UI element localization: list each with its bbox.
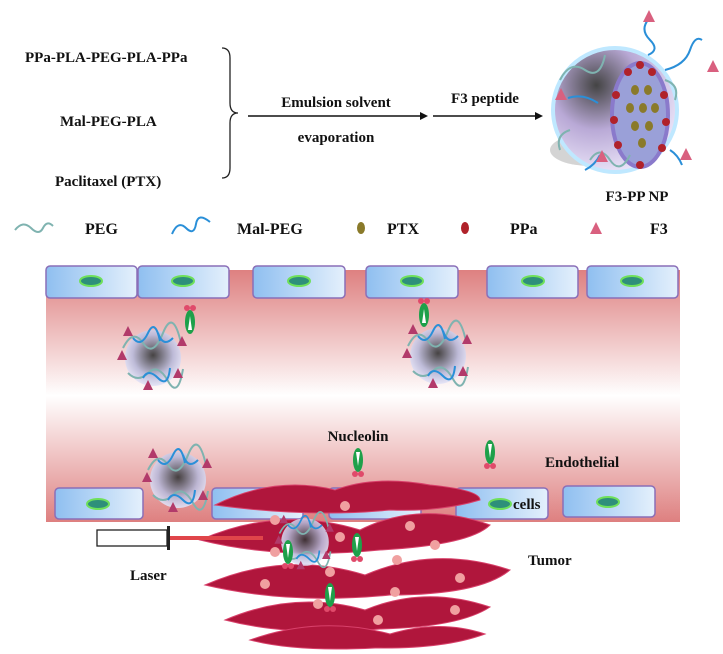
product-label: F3-PP NP xyxy=(606,189,669,205)
legend-label-ppa: PPa xyxy=(510,221,538,238)
nucleolin-label: Nucleolin xyxy=(328,429,389,445)
brace xyxy=(221,47,239,179)
step1-label-line2: evaporation xyxy=(298,130,375,146)
mal-peg-chain-icon xyxy=(171,216,211,235)
legend-label-mal-peg: Mal-PEG xyxy=(237,221,303,238)
f3-triangle-icon xyxy=(590,222,602,234)
legend-label-ptx: PTX xyxy=(387,221,419,238)
input-drug: Paclitaxel (PTX) xyxy=(55,174,161,190)
cells-label: cells xyxy=(513,497,541,513)
blood-vessel xyxy=(45,265,680,522)
f3-pp-nanoparticle xyxy=(550,10,719,174)
step2-label: F3 peptide xyxy=(451,91,519,107)
peg-chain-icon xyxy=(14,222,54,233)
arrow-emulsion xyxy=(248,112,428,120)
legend: PEG Mal-PEG PTX PPa F3 xyxy=(14,216,668,238)
ppa-particle-icon xyxy=(461,222,469,234)
tumor-label: Tumor xyxy=(528,553,572,569)
legend-label-f3: F3 xyxy=(650,221,668,238)
endothelial-cells-top xyxy=(45,265,679,299)
input-polymer2: Mal-PEG-PLA xyxy=(60,114,157,130)
ptx-particle-icon xyxy=(357,222,365,234)
laser-device-icon xyxy=(96,526,263,550)
input-polymer1: PPa-PLA-PEG-PLA-PPa xyxy=(25,50,188,66)
endothelial-label: Endothelial xyxy=(545,455,619,471)
arrow-f3 xyxy=(433,112,543,120)
legend-label-peg: PEG xyxy=(85,221,118,238)
laser-label: Laser xyxy=(130,568,167,584)
tumor-tissue xyxy=(198,480,512,650)
step1-label-line1: Emulsion solvent xyxy=(281,95,391,111)
tumor-cell-nuclei xyxy=(260,501,465,625)
